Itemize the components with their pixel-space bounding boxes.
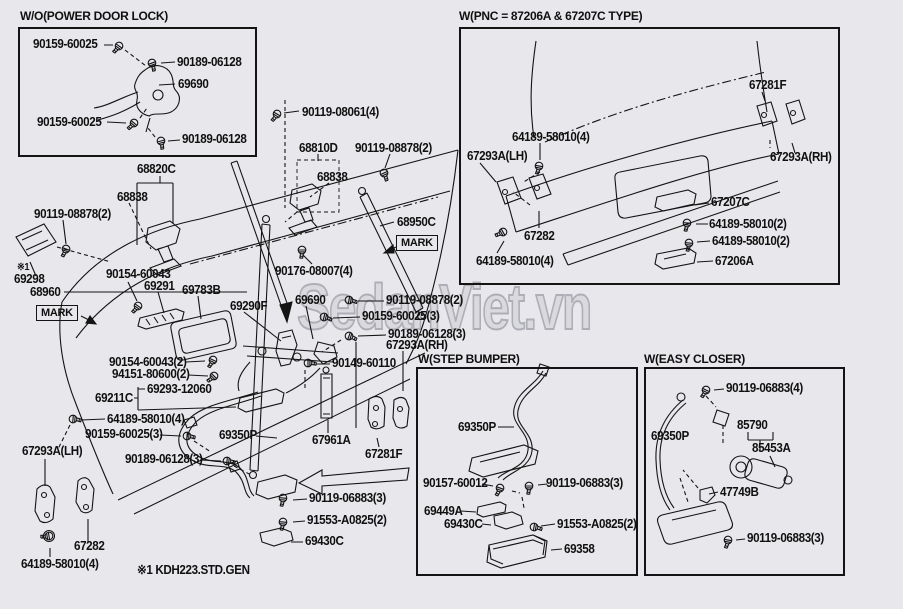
part-label: 69783B <box>182 283 221 297</box>
part-label: 90119-06883(3) <box>309 491 386 505</box>
part-label: 85453A <box>752 441 791 455</box>
trim-arrow-icon <box>279 301 293 324</box>
power-door-lock-art <box>93 40 181 151</box>
part-label: 68838 <box>117 190 148 204</box>
part-label: 68950C <box>397 215 436 229</box>
box-header-wo-power-door-lock: W/O(POWER DOOR LOCK) <box>20 9 168 23</box>
mark-flag-left: MARK <box>36 305 78 321</box>
part-label: 69293-12060 <box>147 382 212 396</box>
part-label: 69350P <box>219 428 257 442</box>
part-label: 67293A(LH) <box>22 444 83 458</box>
part-label: 69350P <box>458 420 496 434</box>
part-label: 64189-58010(4) <box>21 557 99 571</box>
part-label: 90189-06128 <box>182 132 247 146</box>
part-label: 90119-06883(4) <box>726 381 803 395</box>
part-label: 69211C <box>95 391 133 405</box>
part-label: 90119-06883(3) <box>747 531 824 545</box>
part-label: 68810D <box>299 141 338 155</box>
box-pnc-type <box>459 27 840 285</box>
mark-flag-right: MARK <box>396 235 438 251</box>
box-easy-closer <box>644 367 845 576</box>
box-step-bumper <box>416 367 638 576</box>
part-label: 90157-60012 <box>423 476 488 490</box>
part-label: 90119-08061(4) <box>302 105 379 119</box>
part-label: 69430C <box>305 534 344 548</box>
part-label: 90119-08878(2) <box>34 207 111 221</box>
part-label: 90159-60025(3) <box>85 427 163 441</box>
part-label: 94151-80600(2) <box>112 367 190 381</box>
part-label: 90189-06128(3) <box>388 327 466 341</box>
part-label: 90149-60110 <box>332 356 396 370</box>
part-label: ※1 KDH223.STD.GEN <box>137 563 250 577</box>
part-label: 90189-06128(3) <box>125 452 203 466</box>
part-label: 69690 <box>295 293 326 307</box>
part-label: 64189-58010(2) <box>709 217 787 231</box>
part-label: 47749B <box>720 485 759 499</box>
part-label: 67293A(RH) <box>386 338 448 352</box>
part-label: 68960 <box>30 285 61 299</box>
part-label: 67281F <box>365 447 403 461</box>
part-label: 67293A(LH) <box>467 149 528 163</box>
box-wo-power-door-lock <box>18 27 257 157</box>
part-label: 64189-58010(2) <box>712 234 790 248</box>
part-label: 68838 <box>317 170 348 184</box>
part-label: ※1 <box>17 262 30 273</box>
watermark: SedanViet.vn <box>296 270 593 344</box>
easy-closer-art <box>655 384 793 550</box>
part-label: 90159-60025 <box>33 37 98 51</box>
part-label: 64189-58010(4) <box>476 254 554 268</box>
mark-arrow-icon <box>382 243 395 254</box>
part-label: 67206A <box>715 254 754 268</box>
part-label: 91553-A0825(2) <box>307 513 387 527</box>
part-label: 69690 <box>178 77 209 91</box>
part-label: 90176-08007(4) <box>275 264 353 278</box>
part-label: 90159-60025 <box>37 115 102 129</box>
part-label: 69430C <box>444 517 483 531</box>
part-label: 90154-60043(2) <box>109 355 187 369</box>
part-label: 69449A <box>424 504 463 518</box>
pnc-type-art <box>479 40 806 270</box>
part-label: 67282 <box>74 539 105 553</box>
big-left-arrow-icon <box>297 467 410 495</box>
part-label: 85790 <box>737 418 768 432</box>
part-label: 67282 <box>524 229 555 243</box>
part-label: 69291 <box>144 279 175 293</box>
part-label: 91553-A0825(2) <box>557 517 637 531</box>
part-label: 69350P <box>651 429 689 443</box>
part-label: 67281F <box>749 78 787 92</box>
part-label: 90189-06128 <box>177 55 242 69</box>
part-label: 64189-58010(4) <box>512 130 590 144</box>
box-header-step-bumper: W(STEP BUMPER) <box>418 352 520 366</box>
mark-arrow-icon <box>85 315 98 325</box>
box-header-easy-closer: W(EASY CLOSER) <box>644 352 745 366</box>
part-label: 90119-08878(2) <box>355 141 432 155</box>
part-label: 68820C <box>137 162 176 176</box>
part-label: 67961A <box>312 433 351 447</box>
part-label: 69298 <box>14 272 45 286</box>
part-label: 90119-06883(3) <box>546 476 623 490</box>
back-door-art <box>15 100 459 557</box>
part-label: 67293A(RH) <box>770 150 832 164</box>
part-label: 67207C <box>711 195 750 209</box>
part-label: 69358 <box>564 542 595 556</box>
step-bumper-art <box>460 363 563 569</box>
part-label: 69290F <box>230 299 268 313</box>
part-label: 90159-60025(3) <box>362 309 440 323</box>
part-label: 90119-08878(2) <box>386 293 463 307</box>
box-header-pnc-type: W(PNC = 87206A & 67207C TYPE) <box>459 9 643 23</box>
part-label: 90154-60043 <box>106 267 171 281</box>
part-label: 64189-58010(4) <box>107 412 185 426</box>
